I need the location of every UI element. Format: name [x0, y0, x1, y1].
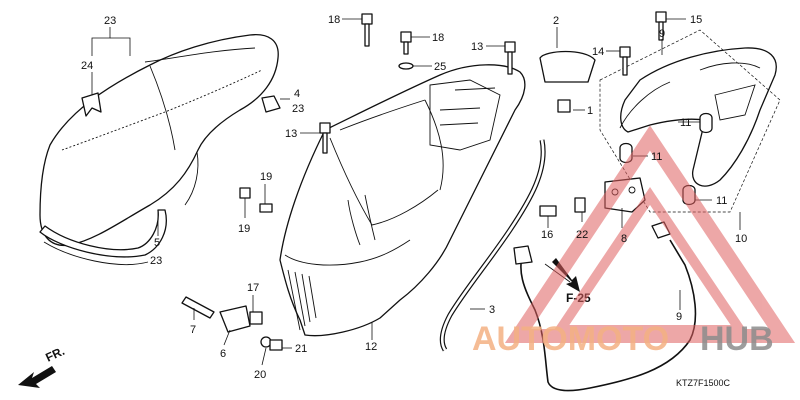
- callout-5: 5: [154, 237, 160, 249]
- callout-13: 13: [285, 128, 297, 140]
- callout-25: 25: [434, 61, 446, 73]
- callout-9: 9: [659, 28, 665, 40]
- callout-23: 23: [104, 15, 116, 27]
- callout-17: 17: [247, 282, 259, 294]
- callout-3: 3: [489, 304, 495, 316]
- watermark-text-accent: HUB: [700, 320, 774, 358]
- callout-11: 11: [680, 117, 691, 129]
- callout-10: 10: [735, 233, 747, 245]
- callout-16: 16: [541, 229, 553, 241]
- callout-14: 14: [592, 46, 604, 58]
- watermark-text-main: AUTOMOTO: [472, 320, 669, 358]
- hose-inner: [440, 139, 545, 351]
- callout-22: 22: [576, 229, 588, 241]
- callout-8: 8: [621, 233, 627, 245]
- callout-6: 6: [220, 348, 226, 360]
- callout-13: 13: [471, 41, 483, 53]
- callout-24: 24: [81, 60, 93, 72]
- callout-4: 4: [294, 88, 300, 100]
- front-arrow-icon: [18, 366, 56, 388]
- callout-12: 12: [365, 341, 377, 353]
- callout-1: 1: [587, 105, 593, 117]
- luggage-box: [279, 64, 526, 337]
- callout-20: 20: [254, 369, 266, 381]
- callout-23: 23: [150, 255, 162, 267]
- callout-18: 18: [432, 32, 444, 44]
- callout-21: 21: [295, 343, 307, 355]
- callout-11: 11: [651, 151, 662, 163]
- leader-lines: [91, 18, 741, 366]
- callout-numbers: 23 24 5 23 18 18 25 4 23 13 13 2 1 15 14…: [81, 14, 747, 381]
- diagram-code: KTZ7F1500C: [676, 378, 731, 388]
- callout-19: 19: [260, 171, 272, 183]
- callout-23: 23: [292, 103, 304, 115]
- front-label: FR.: [43, 344, 66, 365]
- callout-7: 7: [190, 324, 196, 336]
- callout-9: 9: [676, 311, 682, 323]
- callout-19: 19: [238, 223, 250, 235]
- bolts: [319, 11, 667, 154]
- callout-15: 15: [690, 14, 702, 26]
- callout-2: 2: [553, 15, 559, 27]
- callout-18: 18: [328, 14, 340, 26]
- callout-11: 11: [716, 195, 727, 207]
- watermark-logo: [504, 125, 796, 343]
- assembly-outline: [599, 29, 781, 213]
- grab-rail: [619, 47, 777, 187]
